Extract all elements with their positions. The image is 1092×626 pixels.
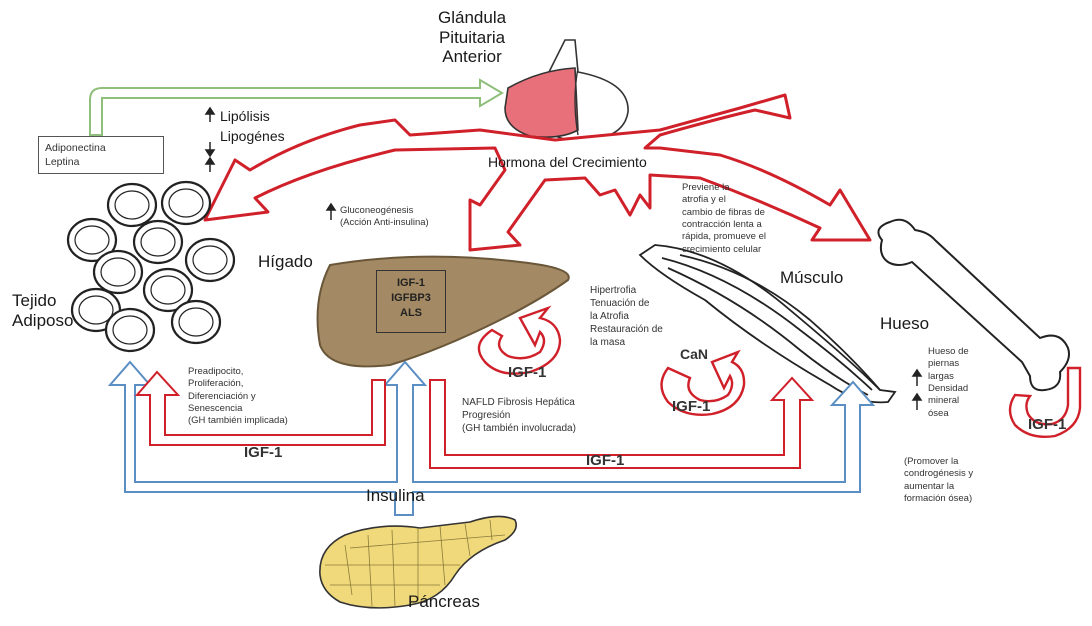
bone-effect-line4: Densidad [928,383,969,395]
igf1-label-liver-loop: IGF-1 [508,364,546,381]
bone-label: Hueso [880,314,929,334]
muscle-gh-note-line5: rápida, promueve el [682,231,766,243]
bone-note-line3: aumentar la [904,481,973,493]
igf1-label-bone-loop: IGF-1 [1028,416,1066,433]
liver-igf1: IGF-1 [377,276,445,291]
muscle-gh-note-line4: contracción lenta a [682,219,766,231]
pituitary-label-line3: Anterior [438,47,506,67]
adipose-tissue-icon [68,182,234,351]
adipose-igf-note-line3: Diferenciación y [188,391,288,403]
bone-note-line4: formación ósea) [904,493,973,505]
muscle-igf-note-line4: Restauración de [590,323,663,336]
pituitary-label: Glándula Pituitaria Anterior [438,8,506,67]
liver-products-box: IGF-1 IGFBP3 ALS [376,270,446,333]
bone-effect-line6: ósea [928,408,969,420]
pituitary-label-line1: Glándula [438,8,506,28]
muscle-gh-note: Previene la atrofia y el cambio de fibra… [682,182,766,256]
igf1-label-adipose-arrow: IGF-1 [244,444,282,461]
liver-igf-note-line2: Progresión [462,409,576,422]
liver-igf-note-line3: (GH también involucrada) [462,422,576,435]
igf1-label-muscle-arrow: IGF-1 [586,452,624,469]
liver-effect-note: Gluconeogénesis (Acción Anti-insulina) [340,205,429,230]
growth-hormone-label: Hormona del Crecimiento [488,154,647,170]
bone-effect-line1: Hueso de [928,346,969,358]
gluconeogenesis-label: Gluconeogénesis [340,205,429,217]
anti-insulin-label: (Acción Anti-insulina) [340,217,429,229]
adipokine-arrow [90,80,502,135]
pituitary-gland-icon [505,40,628,140]
bone-effect-line5: mineral [928,395,969,407]
insulin-label: Insulina [366,486,425,506]
muscle-gh-note-line6: crecimiento celular [682,244,766,256]
adipokine-leptin: Leptina [45,155,157,169]
bone-note-line2: condrogénesis y [904,468,973,480]
adipose-label-line2: Adiposo [12,311,73,331]
adipokines-box: Adiponectina Leptina [38,136,164,174]
adipose-igf-note-line4: Senescencia [188,403,288,415]
liver-igfbp3: IGFBP3 [377,291,445,306]
liver-label: Hígado [258,252,313,272]
muscle-gh-note-line1: Previene la [682,182,766,194]
bone-note-line1: (Promover la [904,456,973,468]
pituitary-label-line2: Pituitaria [438,28,506,48]
bone-effect-line3: largas [928,371,969,383]
lipogenesis-label: Lipogénes [220,126,285,146]
lipid-effects: Lipólisis Lipogénes [220,106,285,147]
liver-igf-note: NAFLD Fibrosis Hepática Progresión (GH t… [462,396,576,435]
bone-icon [878,220,1069,390]
adipose-igf-note-line2: Proliferación, [188,378,288,390]
igf1-label-muscle-loop: IGF-1 [672,398,710,415]
bone-effect-line2: piernas [928,358,969,370]
muscle-igf-note-line5: la masa [590,336,663,349]
liver-igf-note-line1: NAFLD Fibrosis Hepática [462,396,576,409]
lipolysis-label: Lipólisis [220,106,285,126]
adipose-igf-note-line1: Preadipocito, [188,366,288,378]
adipokine-adiponectin: Adiponectina [45,141,157,155]
pancreas-label: Páncreas [408,592,480,612]
bone-note: (Promover la condrogénesis y aumentar la… [904,456,973,505]
can-label: CaN [680,346,708,362]
muscle-label: Músculo [780,268,843,288]
muscle-igf-note: Hipertrofia Tenuación de la Atrofia Rest… [590,284,663,349]
muscle-gh-note-line2: atrofia y el [682,194,766,206]
adipose-igf-note: Preadipocito, Proliferación, Diferenciac… [188,366,288,428]
liver-als: ALS [377,306,445,321]
adipose-label-line1: Tejido [12,291,73,311]
adipose-label: Tejido Adiposo [12,291,73,330]
muscle-igf-note-line2: Tenuación de [590,297,663,310]
muscle-igf-note-line1: Hipertrofia [590,284,663,297]
bone-effects: Hueso de piernas largas Densidad mineral… [928,346,969,420]
muscle-gh-note-line3: cambio de fibras de [682,207,766,219]
adipose-igf-note-line5: (GH también implicada) [188,415,288,427]
muscle-igf-note-line3: la Atrofia [590,310,663,323]
